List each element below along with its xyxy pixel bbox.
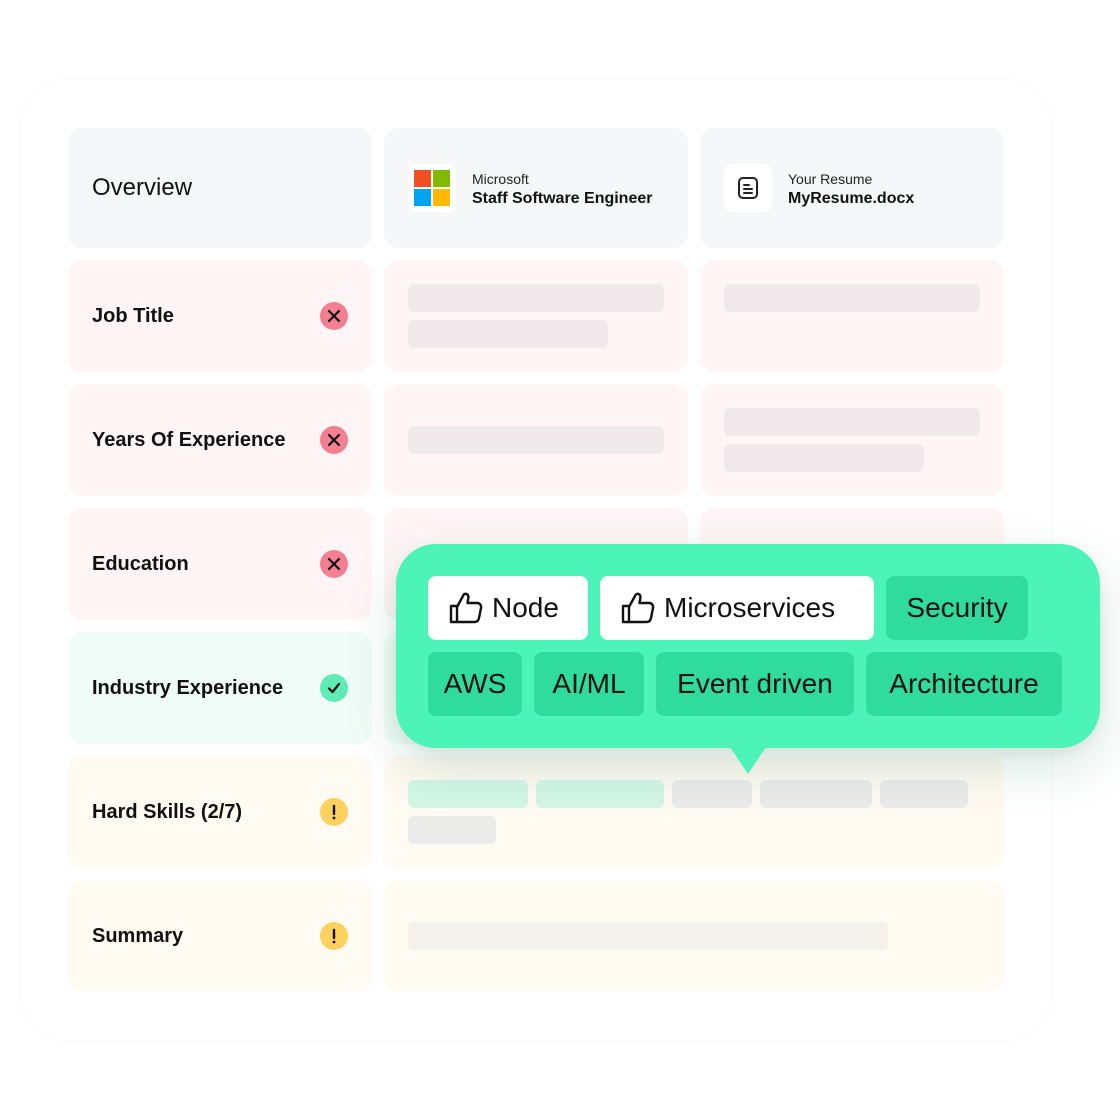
skill-chip-missing[interactable]: AWS [428, 652, 522, 716]
microsoft-logo [414, 170, 450, 206]
summary-cell [384, 880, 1004, 992]
job-header: Microsoft Staff Software Engineer [384, 128, 688, 248]
experience-resume-cell [700, 384, 1004, 496]
placeholder-bar [408, 320, 608, 348]
resume-filename: MyResume.docx [788, 190, 915, 207]
resume-info: Your Resume MyResume.docx [788, 170, 914, 210]
thumbs-up-icon [621, 592, 655, 624]
company-logo-box [408, 164, 456, 212]
hard-skills-cell [384, 756, 1004, 868]
document-icon [738, 177, 758, 199]
job-info: Microsoft Staff Software Engineer [472, 170, 652, 210]
resume-label: Your Resume [788, 171, 873, 187]
x-icon [320, 426, 348, 454]
overview-header: Overview [68, 128, 372, 248]
job-title-resume-cell [700, 260, 1004, 372]
skill-chip-matched[interactable]: Microservices [600, 576, 874, 640]
placeholder-bar [724, 444, 924, 472]
row-label: Education [92, 552, 189, 575]
skill-label: Node [492, 592, 559, 623]
skills-popup: Node Microservices Security AWS AI/ML Ev… [396, 544, 1100, 774]
row-label: Years Of Experience [92, 428, 286, 451]
skill-chip-missing[interactable]: Security [886, 576, 1028, 640]
experience-job-cell [384, 384, 688, 496]
row-label: Summary [92, 924, 184, 947]
job-title-job-cell [384, 260, 688, 372]
exclamation-icon [320, 798, 348, 826]
skill-label: Event driven [677, 668, 833, 699]
skill-bar-matched [536, 780, 664, 808]
row-job-title[interactable]: Job Title [68, 260, 372, 372]
row-years-of-experience[interactable]: Years Of Experience [68, 384, 372, 496]
skill-label: AWS [443, 668, 507, 699]
row-label: Industry Experience [92, 676, 284, 699]
row-industry-experience[interactable]: Industry Experience [68, 632, 372, 744]
resume-header: Your Resume MyResume.docx [700, 128, 1004, 248]
row-education[interactable]: Education [68, 508, 372, 620]
skill-label: AI/ML [552, 668, 626, 699]
skill-bar-missing [408, 816, 496, 844]
placeholder-bar [408, 922, 888, 950]
skill-label: Architecture [889, 668, 1039, 699]
x-icon [320, 302, 348, 330]
thumbs-up-icon [449, 592, 483, 624]
skill-chip-missing[interactable]: Architecture [866, 652, 1062, 716]
x-icon [320, 550, 348, 578]
skill-label: Security [906, 592, 1008, 623]
row-label: Hard Skills (2/7) [92, 800, 243, 823]
skill-bar-missing [760, 780, 872, 808]
placeholder-bar [724, 408, 980, 436]
skill-chip-matched[interactable]: Node [428, 576, 588, 640]
skill-bar-missing [672, 780, 752, 808]
skill-bar-matched [408, 780, 528, 808]
skill-label: Microservices [664, 592, 836, 623]
job-position: Staff Software Engineer [472, 190, 653, 207]
skill-bar-missing [880, 780, 968, 808]
placeholder-bar [408, 426, 664, 454]
company-name: Microsoft [472, 171, 529, 187]
skill-chip-missing[interactable]: Event driven [656, 652, 854, 716]
row-summary[interactable]: Summary [68, 880, 372, 992]
skill-chip-missing[interactable]: AI/ML [534, 652, 644, 716]
row-hard-skills[interactable]: Hard Skills (2/7) [68, 756, 372, 868]
check-icon [320, 674, 348, 702]
placeholder-bar [724, 284, 980, 312]
placeholder-bar [408, 284, 664, 312]
resume-icon-box [724, 164, 772, 212]
overview-title: Overview [92, 174, 193, 201]
exclamation-icon [320, 922, 348, 950]
row-label: Job Title [92, 304, 174, 327]
popup-tail [728, 744, 768, 774]
